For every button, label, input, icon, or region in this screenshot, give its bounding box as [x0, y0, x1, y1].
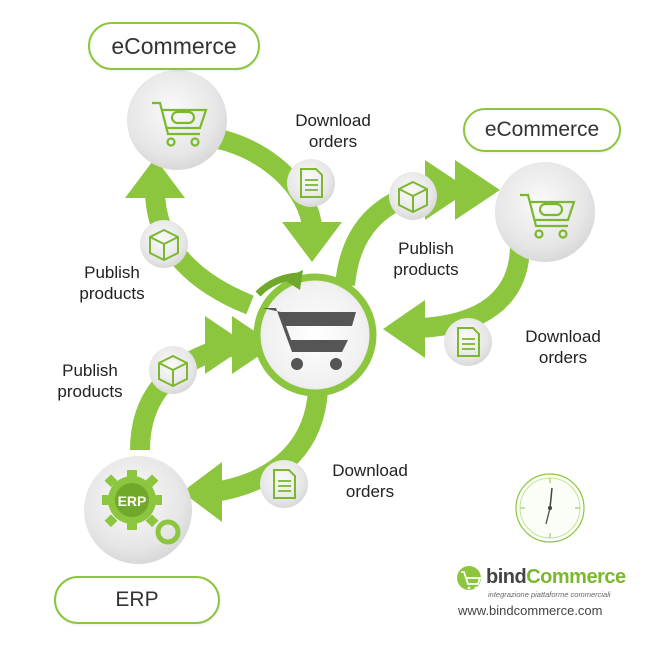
arrow-left-to-erp	[182, 462, 222, 522]
brand-name-part2: Commerce	[526, 566, 626, 588]
clock-icon	[515, 473, 585, 543]
label-line: Publish	[398, 239, 454, 258]
box-icon-left-top	[140, 220, 188, 268]
brand-name: bindCommerce	[486, 566, 626, 589]
ecom-right-label: eCommerce	[484, 118, 600, 141]
brand-url[interactable]: www.bindcommerce.com	[458, 603, 603, 618]
arrow-up-to-ecom-top	[125, 158, 185, 198]
arrow-right-1	[425, 160, 470, 220]
gear-icon: ERP	[102, 470, 181, 545]
band-download-right	[419, 244, 530, 338]
erp-pill: ERP	[54, 576, 220, 624]
arrow-right-into-hub-2	[205, 316, 248, 374]
document-icon-bottom	[260, 460, 308, 508]
shopping-cart-icon	[520, 193, 576, 239]
label-line: orders	[308, 132, 358, 151]
label-line: products	[57, 382, 123, 401]
document-icon-top	[287, 159, 335, 207]
ecom-right-node	[495, 162, 595, 262]
label-line: orders	[345, 482, 395, 501]
bindcommerce-logo-icon	[457, 566, 482, 590]
box-icon-left-bottom	[149, 346, 197, 394]
label-download-top: Download orders	[268, 110, 398, 152]
band-download-bottom	[213, 389, 328, 502]
arrow-heads	[125, 158, 500, 522]
label-download-bottom: Download orders	[305, 460, 435, 502]
ecom-right-pill: eCommerce	[463, 108, 621, 152]
shopping-cart-icon	[262, 308, 356, 370]
hub-node	[253, 270, 377, 397]
label-line: Download	[332, 461, 408, 480]
erp-label: ERP	[115, 588, 159, 611]
band-publish-top	[145, 189, 254, 315]
erp-badge-text: ERP	[118, 493, 147, 509]
shopping-cart-icon	[152, 101, 208, 147]
label-publish-left-top: Publish products	[52, 262, 172, 304]
document-icon-right	[444, 318, 492, 366]
box-icon-right	[389, 172, 437, 220]
erp-node: ERP	[84, 456, 192, 564]
label-publish-right: Publish products	[366, 238, 486, 280]
label-line: Download	[525, 327, 601, 346]
arrow-right-into-hub-1	[232, 316, 275, 374]
ecom-top-node	[127, 70, 227, 170]
label-line: products	[79, 284, 145, 303]
label-line: products	[393, 260, 459, 279]
label-line: Download	[295, 111, 371, 130]
brand-tagline: integrazione piattaforme commerciali	[488, 590, 611, 599]
label-line: orders	[538, 348, 588, 367]
arrow-right-2	[455, 160, 500, 220]
ecom-top-pill: eCommerce	[88, 22, 260, 70]
arrow-left-into-hub	[383, 300, 425, 358]
ecom-top-label: eCommerce	[111, 32, 237, 59]
label-publish-left-bottom: Publish products	[30, 360, 150, 402]
label-line: Publish	[84, 263, 140, 282]
arrow-down-into-hub	[282, 222, 342, 262]
label-download-right: Download orders	[498, 326, 628, 368]
label-line: Publish	[62, 361, 118, 380]
brand-name-part1: bind	[486, 566, 527, 588]
